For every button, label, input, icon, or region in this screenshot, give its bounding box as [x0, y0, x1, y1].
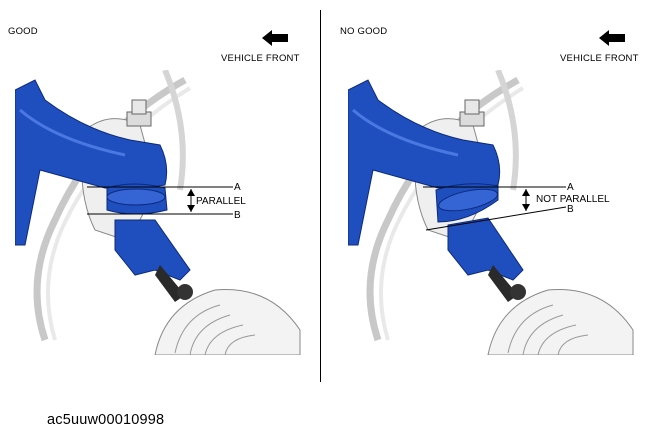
right-line-b — [425, 206, 567, 231]
right-label-b: B — [567, 204, 574, 215]
right-vehicle-front-label: VEHICLE FRONT — [560, 53, 639, 64]
right-arrow-icon — [599, 30, 625, 46]
left-arrow-icon — [262, 30, 288, 46]
figure-id: ac5uuw00010998 — [47, 412, 165, 428]
right-illustration: A B NOT PARALLEL — [348, 70, 634, 355]
right-not-parallel-label: NOT PARALLEL — [536, 194, 610, 205]
left-label-a: A — [234, 182, 241, 193]
left-status-label: GOOD — [8, 26, 38, 37]
panel-divider — [320, 10, 321, 382]
right-status-label: NO GOOD — [340, 26, 388, 37]
left-illustration: A B PARALLEL — [15, 70, 301, 355]
right-label-a: A — [567, 182, 574, 193]
left-tie-rod — [154, 289, 301, 355]
left-vehicle-front-label: VEHICLE FRONT — [221, 53, 300, 64]
left-parallel-label: PARALLEL — [196, 196, 246, 207]
left-label-b: B — [234, 210, 241, 221]
right-tie-rod — [487, 289, 634, 355]
